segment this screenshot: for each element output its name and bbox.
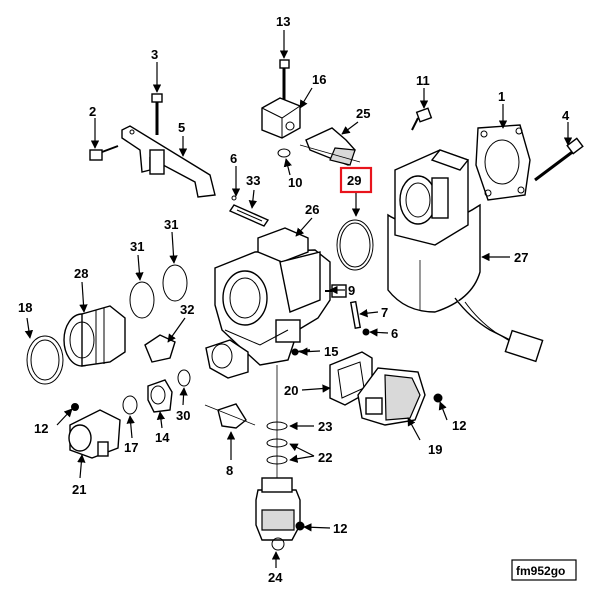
callout-31-right: 31: [164, 217, 178, 232]
callout-15: 15: [324, 344, 338, 359]
callout-21: 21: [72, 482, 86, 497]
figure-reference-label: fm952go: [516, 564, 565, 578]
figure-reference-box: [511, 559, 577, 581]
part-29-o-ring: [336, 219, 374, 271]
callout-12-bottom: 12: [333, 521, 347, 536]
callout-25: 25: [356, 106, 370, 121]
callout-23: 23: [318, 419, 332, 434]
part-8-fitting: [204, 403, 256, 429]
part-10-o-ring: [277, 148, 291, 158]
center-fitting: [205, 339, 249, 379]
figure-reference: fm952go: [511, 559, 577, 581]
callout-5: 5: [178, 120, 185, 135]
callout-31-left: 31: [130, 239, 144, 254]
leader-lines: [24, 30, 573, 568]
callout-28: 28: [74, 266, 88, 281]
part-12-screw-bottom: [295, 521, 305, 531]
callout-33: 33: [246, 173, 260, 188]
part-16-sensor-block: [261, 97, 301, 139]
callout-11: 11: [416, 73, 430, 88]
part-6-screw-lower: [362, 328, 370, 336]
callout-26: 26: [305, 202, 319, 217]
callout-30: 30: [176, 408, 190, 423]
callout-17: 17: [124, 440, 138, 455]
highlight-box: [339, 166, 373, 194]
part-4-long-bolt: [534, 137, 584, 182]
callout-27: 27: [514, 250, 528, 265]
throttle-body-upper: [394, 149, 470, 246]
callout-7: 7: [381, 305, 388, 320]
part-28-drum: [63, 305, 126, 367]
callout-29-highlighted[interactable]: 29: [339, 166, 373, 217]
part-17-o-ring: [122, 395, 138, 415]
callout-10: 10: [288, 175, 302, 190]
part-2-screw: [89, 145, 119, 161]
callout-19: 19: [428, 442, 442, 457]
part-1-gasket: [475, 124, 531, 201]
parts-22-23-o-rings: [266, 365, 288, 480]
part-12-screw-left: [71, 403, 79, 411]
callout-14: 14: [155, 430, 170, 445]
callout-32: 32: [180, 302, 194, 317]
callout-12-left: 12: [34, 421, 48, 436]
part-14-fitting: [147, 379, 173, 413]
callout-20: 20: [284, 383, 298, 398]
part-21-solenoid: [68, 409, 121, 459]
part-19-actuator: [357, 367, 426, 426]
part-3-bolt: [151, 93, 163, 135]
callout-9: 9: [348, 283, 355, 298]
part-30-o-ring: [177, 369, 191, 387]
part-25-sensor: [299, 127, 361, 166]
part-32-sensor: [144, 334, 176, 363]
part-12-screw-right: [433, 393, 443, 403]
part-27-motor-housing: [387, 203, 544, 363]
part-7-pin: [349, 300, 362, 329]
part-13-bolt: [279, 59, 290, 100]
callout-22: 22: [318, 450, 332, 465]
callout-2: 2: [89, 104, 96, 119]
callout-numbers: 1 2 3 4 5 6 6 7 8 9 10 11 12 12 12 13 14…: [18, 14, 570, 585]
callout-6-upper: 6: [230, 151, 237, 166]
part-31-o-rings: [129, 264, 188, 319]
callout-24: 24: [268, 570, 283, 585]
part-11-screw: [411, 107, 433, 131]
part-18-snap-ring: [26, 335, 64, 385]
callout-4: 4: [562, 108, 570, 123]
callout-13: 13: [276, 14, 290, 29]
callout-12-right: 12: [452, 418, 466, 433]
callout-1: 1: [498, 89, 505, 104]
callout-18: 18: [18, 300, 32, 315]
part-5-bracket: [121, 125, 216, 198]
callout-8: 8: [226, 463, 233, 478]
part-33-plate: [228, 195, 270, 227]
part-24-valve: [255, 477, 301, 551]
callout-16: 16: [312, 72, 326, 87]
callout-3: 3: [151, 47, 158, 62]
callout-6-lower: 6: [391, 326, 398, 341]
callout-29: 29: [347, 173, 361, 188]
